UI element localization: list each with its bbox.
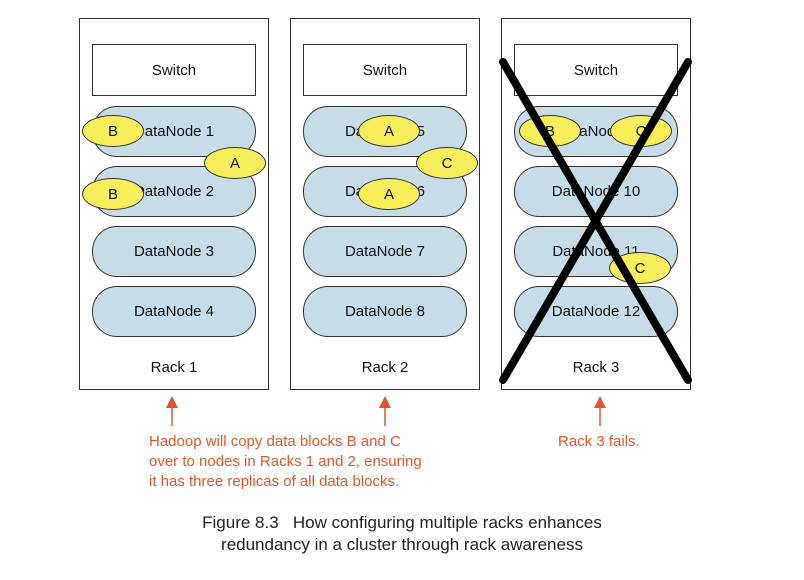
datanode-4: DataNode 4 [92,286,256,337]
block-c-datanode-9: C [610,115,672,147]
replication-note: Hadoop will copy data blocks B and C ove… [149,432,422,492]
figure-caption: Figure 8.3 How configuring multiple rack… [0,512,804,556]
rack-1-arrow [166,396,178,426]
rack-3-fail-note: Rack 3 fails. [558,433,640,450]
block-b-datanode-2: B [82,178,144,210]
caption-title-line-2: redundancy in a cluster through rack awa… [221,535,583,554]
rack-1-switch: Switch [92,44,256,96]
rack-2-switch: Switch [303,44,467,96]
rack-3-label: Rack 3 [572,359,620,376]
block-b-datanode-9: B [519,115,581,147]
replication-note-line-3: it has three replicas of all data blocks… [149,473,400,490]
rack-1-label: Rack 1 [150,359,198,376]
block-c-rack-2: C [416,147,478,179]
rack-2-label: Rack 2 [361,359,409,376]
datanode-8: DataNode 8 [303,286,467,337]
figure-number: Figure 8.3 [202,513,279,532]
datanode-7: DataNode 7 [303,226,467,277]
rack-1: Switch DataNode 1 DataNode 2 DataNode 3 … [79,18,269,390]
datanode-10: DataNode 10 [514,166,678,217]
datanode-12: DataNode 12 [514,286,678,337]
rack-3-arrow [594,396,606,426]
rack-3-switch: Switch [514,44,678,96]
block-c-datanode-11: C [609,252,671,284]
rack-3: Switch DataNode 9 DataNode 10 DataNode 1… [501,18,691,390]
caption-line-1: Figure 8.3 How configuring multiple rack… [0,512,804,534]
caption-title-line-1: How configuring multiple racks enhances [292,513,602,532]
block-a-datanode-5: A [358,115,420,147]
replication-note-line-2: over to nodes in Racks 1 and 2, ensuring [149,453,422,470]
block-b-datanode-1: B [82,115,144,147]
block-a-datanode-6: A [358,178,420,210]
rack-2-arrow [379,396,391,426]
block-a-rack-1: A [204,147,266,179]
replication-note-line-1: Hadoop will copy data blocks B and C [149,433,401,450]
datanode-3: DataNode 3 [92,226,256,277]
